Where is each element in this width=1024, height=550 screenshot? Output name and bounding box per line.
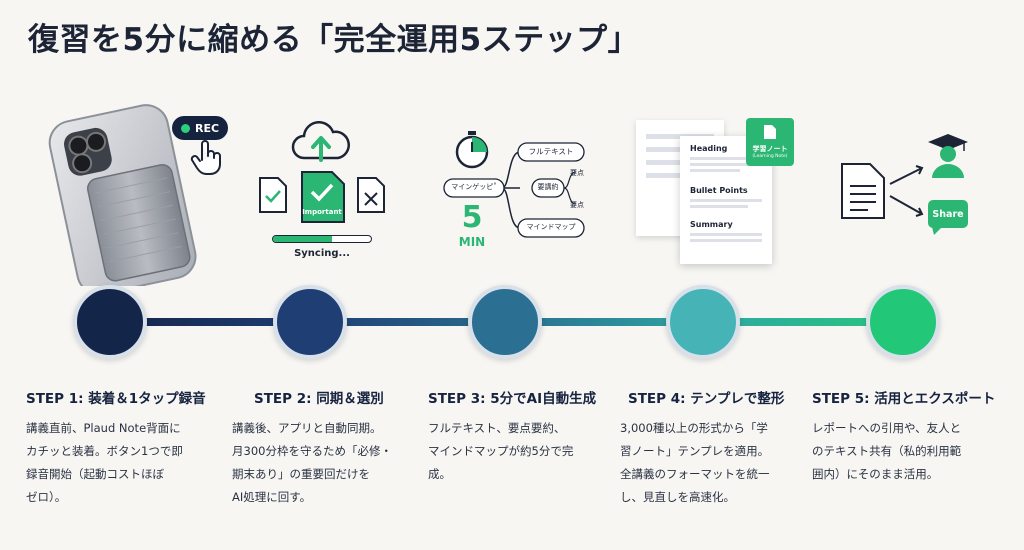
- stopwatch-icon: [455, 131, 489, 169]
- step-title: STEP 5: 活用とエクスポート: [812, 391, 996, 407]
- step-node-4: [666, 285, 740, 359]
- learning-note-icon: 学習ノート (Learning Note): [746, 118, 794, 166]
- mindmap-node-summary: 要講約: [537, 183, 559, 191]
- document-reject-icon: [357, 177, 385, 213]
- page-title: 復習を5分に縮める「完全運用5ステップ」: [28, 22, 640, 58]
- template-document-icon: Heading Bullet Points Summary: [680, 136, 772, 264]
- step-description: 講義直前、Plaud Note背面に カチッと装着。ボタン1つで即 録音開始（起…: [26, 421, 183, 504]
- document-icon: [841, 163, 885, 219]
- step-2: STEP 2: 同期＆選別 講義後、アプリと自動同期。 月300分枠を守るため「…: [232, 387, 442, 509]
- rec-label: REC: [194, 121, 220, 135]
- note-doc-icon: [764, 125, 776, 139]
- step-node-3: [468, 285, 542, 359]
- step-node-2: [273, 285, 347, 359]
- syncing-label: Syncing...: [294, 248, 350, 259]
- step-description: レポートへの引用や、友人と のテキスト共有（私的利用範 囲内）にそのまま活用。: [812, 421, 962, 481]
- step-node-1: [73, 285, 147, 359]
- phone-icon: [48, 104, 197, 296]
- share-label: Share: [932, 208, 964, 220]
- important-label: Important: [302, 208, 342, 216]
- step-title: STEP 2: 同期＆選別: [254, 391, 384, 407]
- rec-dot-icon: [180, 123, 190, 133]
- share-bubble-tail: [932, 227, 942, 235]
- cloud-upload-icon: [291, 121, 350, 162]
- step-title: STEP 1: 装着＆1タップ録音: [26, 391, 206, 407]
- graduate-icon: [928, 134, 968, 178]
- rec-badge: REC: [172, 116, 228, 140]
- min-label: MIN: [458, 235, 486, 249]
- sync-progress-bar: [272, 235, 372, 243]
- mindmap-leaf: 要点: [570, 201, 584, 209]
- note-subtitle: (Learning Note): [752, 154, 788, 159]
- mindmap-node-mindmap: マインドマップ: [526, 223, 576, 231]
- five-minutes-number: 5: [461, 200, 483, 235]
- step-description: 講義後、アプリと自動同期。 月300分枠を守るため「必修・ 期末あり」の重要回だ…: [232, 421, 392, 504]
- step1-illustration: [20, 96, 240, 296]
- sync-progress-fill: [273, 236, 332, 242]
- step-title: STEP 4: テンプレで整形: [628, 391, 785, 407]
- step-1: STEP 1: 装着＆1タップ録音 講義直前、Plaud Note背面に カチッ…: [26, 387, 236, 509]
- doc-bullets: Bullet Points: [690, 186, 748, 195]
- document-important-icon: [301, 171, 345, 223]
- share-icon: Share: [928, 200, 968, 228]
- mindmap-leaf: 要点: [570, 169, 584, 177]
- doc-summary: Summary: [690, 220, 733, 229]
- step-3: STEP 3: 5分でAI自動生成 フルテキスト、要点要約、 マインドマップが約…: [428, 387, 638, 486]
- doc-heading: Heading: [690, 144, 728, 153]
- step-description: 3,000種以上の形式から「学 習ノート」テンプレを適用。 全講義のフォーマット…: [620, 421, 770, 504]
- mindmap-center-label: マインゲッピ˚: [451, 183, 497, 191]
- step-5: STEP 5: 活用とエクスポート レポートへの引用や、友人と のテキスト共有（…: [812, 387, 1022, 486]
- tap-hand-icon: [190, 140, 221, 175]
- mindmap-icon: [443, 142, 585, 238]
- step-4: STEP 4: テンプレで整形 3,000種以上の形式から「学 習ノート」テンプ…: [620, 387, 830, 509]
- step-description: フルテキスト、要点要約、 マインドマップが約5分で完 成。: [428, 421, 574, 481]
- arrow-icon: [889, 165, 924, 217]
- step-title: STEP 3: 5分でAI自動生成: [428, 391, 597, 407]
- step-node-5: [866, 285, 940, 359]
- document-check-icon: [259, 177, 287, 213]
- mindmap-node-fulltext: フルテキスト: [528, 147, 574, 156]
- note-title: 学習ノート: [752, 145, 788, 153]
